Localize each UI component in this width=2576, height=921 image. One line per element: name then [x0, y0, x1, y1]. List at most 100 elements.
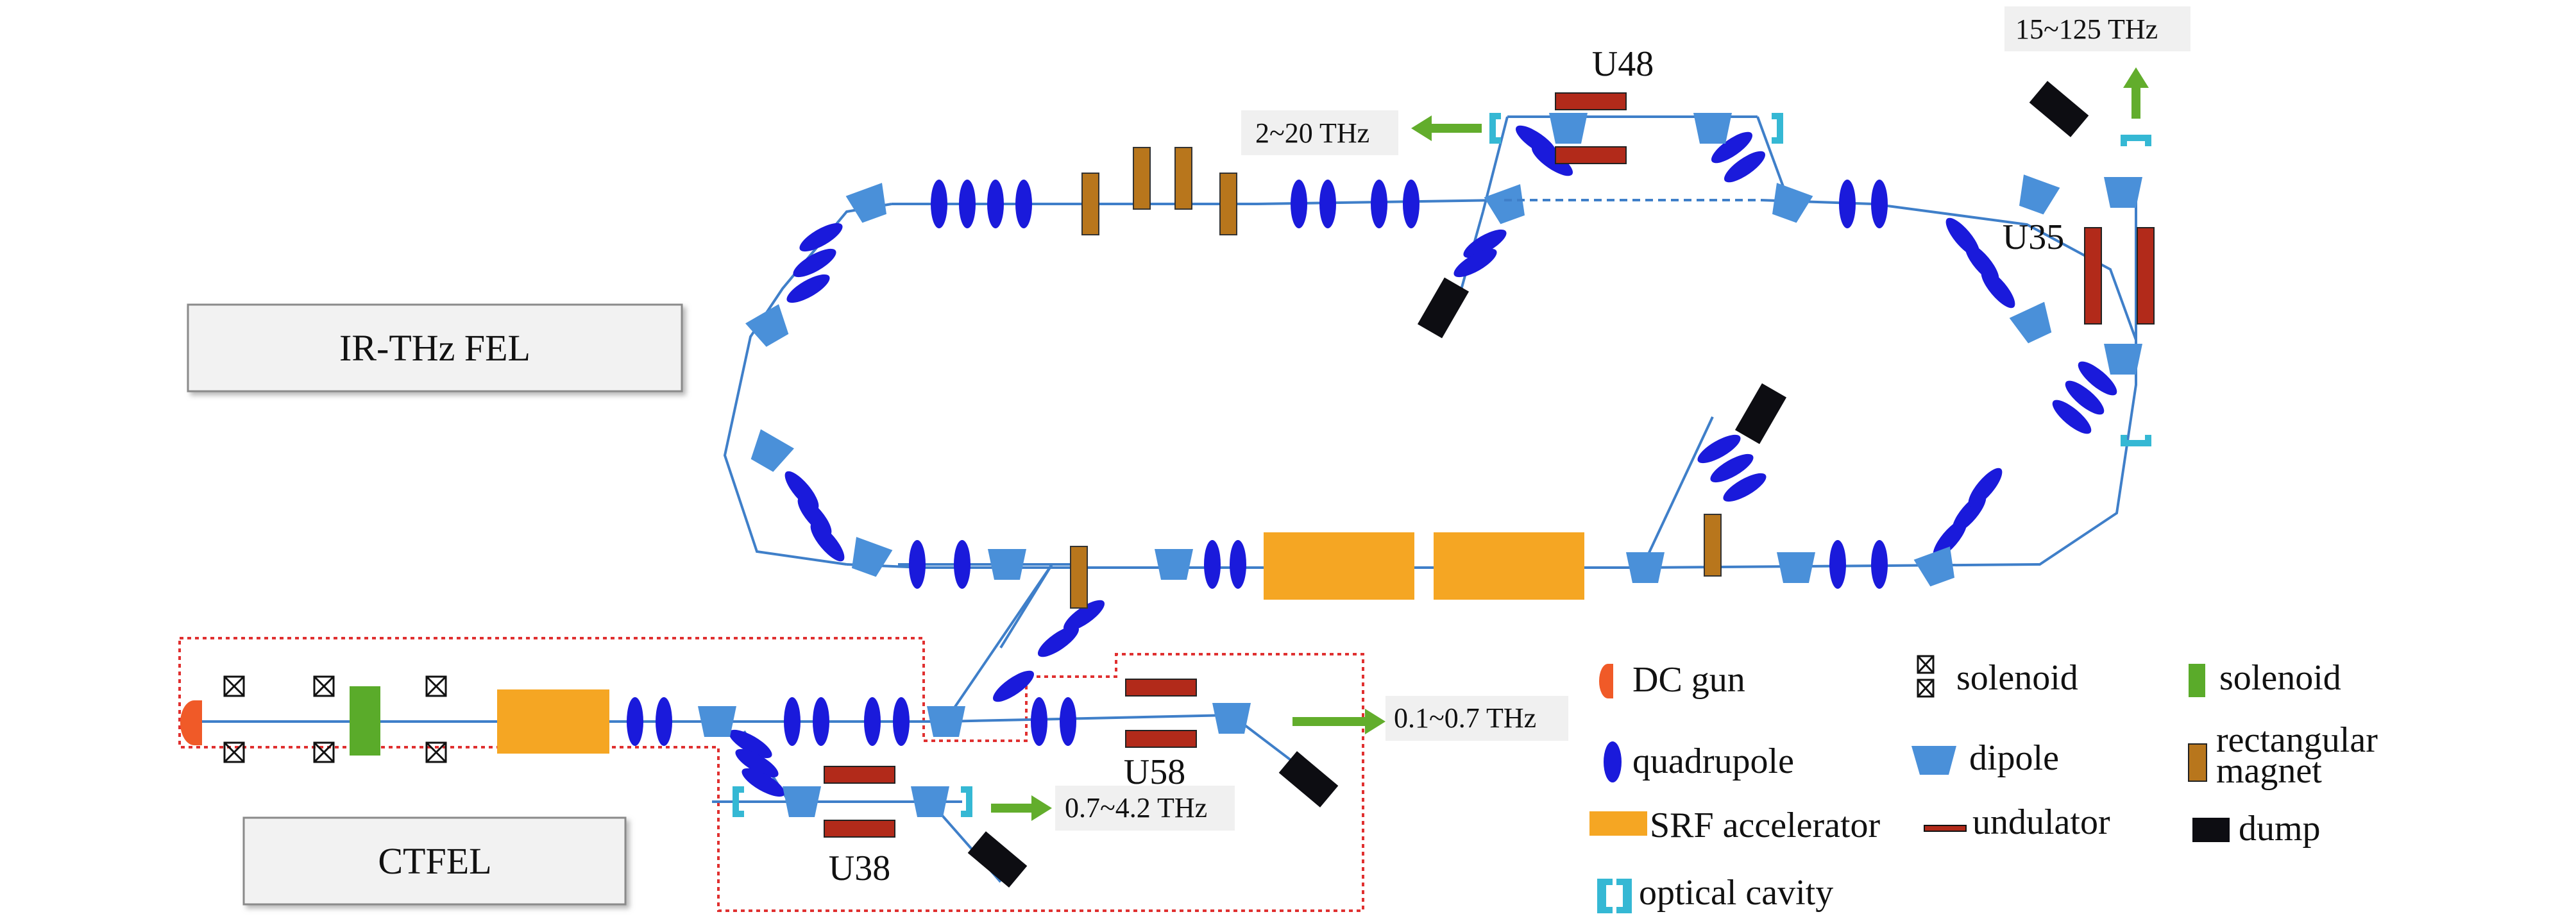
rectangular-magnet: [1081, 173, 1099, 235]
quadrupole: [1531, 144, 1573, 176]
optical-cavity: [2121, 435, 2151, 446]
srf-accelerator: [1264, 532, 1414, 600]
quadrupole: [1371, 180, 1387, 228]
quadrupole: [656, 697, 672, 746]
quadrupole: [810, 522, 845, 562]
undulator: [824, 820, 895, 838]
dipole: [745, 304, 789, 347]
srf-accelerator: [1434, 532, 1584, 600]
quadrupole: [741, 768, 785, 797]
output-arrow-15-125-head: [2123, 67, 2149, 88]
optical-cavity: [961, 786, 972, 817]
solenoid: [425, 741, 447, 763]
quadrupole: [1829, 540, 1846, 589]
quadrupole: [1037, 625, 1080, 657]
quadrupole: [1060, 697, 1076, 746]
optical-cavity-mirror: [2121, 135, 2151, 146]
dump: [967, 831, 1028, 888]
quadrupole: [909, 540, 926, 589]
srf-accelerator: [497, 689, 609, 754]
output-2-20-box: [1241, 110, 1398, 155]
legend-rect-magnet-label-line1: rectangular: [2216, 720, 2378, 760]
legend-quadrupole-label: quadrupole: [1632, 741, 1794, 781]
legend-solenoid-green-label: solenoid: [2219, 658, 2341, 698]
legend-quadrupole-icon: [1604, 741, 1622, 782]
optical-cavity-mirror: [2121, 435, 2151, 446]
optical-cavity-mirror: [961, 786, 972, 817]
quadrupole: [797, 496, 832, 536]
dipole: [2104, 344, 2142, 375]
quadrupole: [2065, 380, 2105, 415]
quadrupole: [992, 670, 1035, 702]
legend-rect-magnet-icon: [2188, 743, 2207, 782]
dipole: [1913, 546, 1955, 587]
quadrupole: [1871, 540, 1888, 589]
quadrupole: [793, 248, 836, 278]
dipole: [1549, 113, 1588, 144]
rectangular-magnet: [1133, 147, 1151, 210]
dipole: [988, 549, 1026, 580]
quadrupole: [1871, 180, 1888, 228]
dc-gun: [180, 700, 202, 745]
dump: [1417, 277, 1470, 339]
undulator: [2084, 227, 2102, 325]
quadrupole: [1839, 180, 1856, 228]
undulator: [1555, 146, 1627, 164]
quadrupole: [987, 180, 1004, 228]
solenoid-box: [223, 675, 245, 697]
legend-dc-gun-icon: [1599, 664, 1613, 698]
legend-rect-magnet-label-line2: magnet: [2216, 751, 2322, 791]
quadrupole: [784, 471, 819, 511]
beamline-segment: [1760, 199, 2137, 341]
solenoid-box: [425, 675, 447, 697]
dipole: [698, 706, 736, 737]
legend-solenoid-cross-icon: [1917, 655, 1935, 698]
ctfel-label-box: [242, 816, 627, 906]
legend-solenoid-green-icon: [2189, 664, 2205, 697]
ir-thz-fel-label-box: [187, 303, 683, 393]
quadrupole: [813, 697, 829, 746]
quadrupole: [1319, 180, 1336, 228]
undulator: [824, 766, 895, 784]
dump: [2029, 81, 2089, 137]
optical-cavity: [1489, 113, 1501, 144]
beamline-segment: [1482, 116, 1509, 212]
undulator: [1555, 92, 1627, 110]
quadrupole: [954, 540, 970, 589]
quadrupole: [959, 180, 976, 228]
solenoid-cross-line: [313, 675, 335, 697]
ctfel-label: CTFEL: [378, 840, 491, 882]
dipole: [1484, 184, 1525, 224]
quadrupole: [1063, 600, 1105, 632]
solenoid-cross-line: [425, 675, 447, 697]
quadrupole: [864, 697, 881, 746]
optical-cavity-mirror: [1772, 113, 1783, 144]
rectangular-magnet: [1219, 173, 1237, 235]
legend-dc-gun-label: DC gun: [1632, 660, 1745, 700]
dipole: [1693, 113, 1732, 144]
optical-cavity: [1772, 113, 1783, 144]
rectangular-magnet: [1704, 514, 1722, 577]
beamline-segment: [948, 563, 1053, 716]
solenoid-box: [313, 675, 335, 697]
u58-label: U58: [1124, 752, 1185, 792]
dipole: [1212, 703, 1251, 734]
legend-dipole-icon: [1911, 746, 1956, 775]
legend-solenoid-cross-label: solenoid: [1956, 658, 2078, 698]
dipole: [927, 706, 965, 737]
dipole: [1777, 552, 1815, 583]
legend-optical-cavity-icon: [1597, 879, 1632, 913]
quadrupole: [893, 697, 910, 746]
quadrupole: [1710, 453, 1754, 483]
dipole: [851, 537, 893, 577]
output-arrow-0-7-4-2-head: [1031, 795, 1052, 821]
solenoid: [313, 675, 335, 697]
beamline-segment: [723, 203, 892, 566]
dipole: [2009, 301, 2052, 344]
solenoid-cross-line: [223, 741, 245, 763]
dump: [1278, 751, 1339, 807]
dipole: [845, 183, 887, 223]
dipole: [911, 786, 949, 817]
quadrupole: [627, 697, 643, 746]
